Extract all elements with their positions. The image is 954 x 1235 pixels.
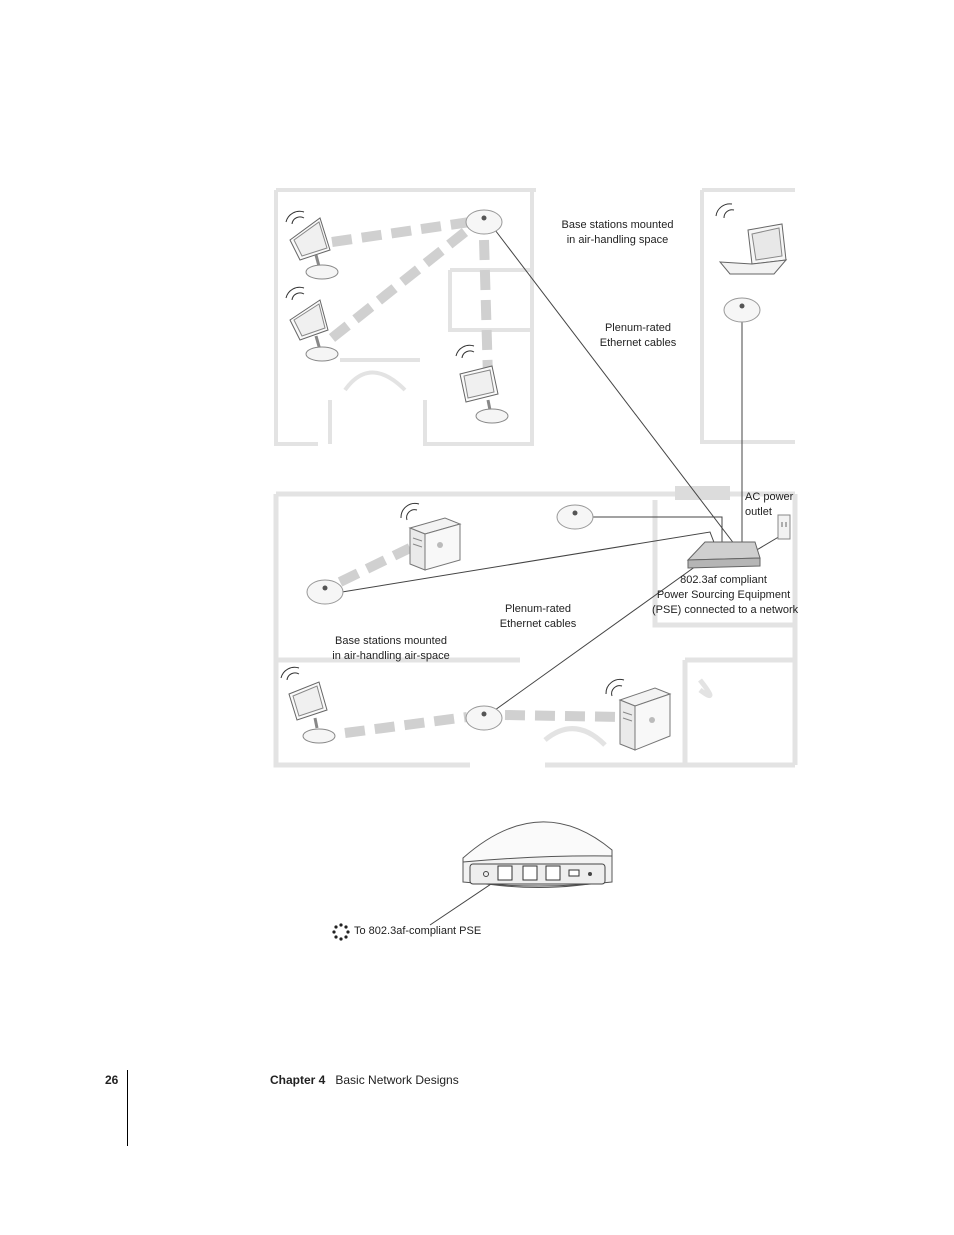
label-line: in air-handling air-space — [332, 650, 450, 662]
base-station — [465, 705, 503, 731]
base-station — [465, 209, 503, 235]
label-line: Plenum-rated — [604, 322, 672, 334]
label-line: in air-handling space — [566, 234, 669, 246]
floor-plan-top-left — [274, 188, 536, 446]
chapter-title: Basic Network Designs — [335, 1073, 459, 1087]
wireless-signals — [328, 217, 623, 738]
base-station — [723, 297, 761, 323]
page-number: 26 — [105, 1073, 119, 1087]
label-bottom-base-stations: Base stations mounted in air-handling ai… — [331, 634, 451, 664]
wall-ceiling-vent — [675, 486, 730, 500]
label-line: AC power — [745, 491, 794, 503]
ethernet-port-icon — [332, 923, 350, 941]
label-mid-cables: Plenum-rated Ethernet cables — [495, 602, 581, 632]
label-top-cables: Plenum-rated Ethernet cables — [595, 321, 681, 351]
imac-computer — [455, 344, 509, 424]
label-ac-outlet: AC power outlet — [745, 490, 795, 520]
chapter-label: Chapter 4 — [270, 1073, 326, 1087]
label-line: Ethernet cables — [599, 337, 677, 349]
power-mac-tower — [400, 502, 462, 571]
base-station-detail — [462, 821, 613, 888]
pse-switch — [686, 541, 761, 569]
label-line: Base stations mounted — [561, 219, 674, 231]
label-line: 802.3af compliant — [680, 574, 767, 586]
label-top-base-stations: Base stations mounted in air-handling sp… — [560, 218, 675, 248]
base-station — [556, 504, 594, 530]
label-line: Power Sourcing Equipment — [656, 589, 791, 601]
floor-plan-top-right — [700, 188, 795, 444]
label-line: Base stations mounted — [335, 635, 447, 647]
base-station — [306, 579, 344, 605]
imac-computer — [280, 666, 336, 744]
label-pse-port: To 802.3af-compliant PSE — [354, 925, 482, 937]
label-line: (PSE) connected to a network — [652, 604, 799, 616]
laptop-computer — [715, 203, 788, 275]
imac-computer — [285, 210, 339, 280]
label-line: outlet — [745, 506, 772, 518]
footer-divider — [127, 1070, 128, 1146]
imac-computer — [285, 286, 339, 362]
label-pse: 802.3af compliant Power Sourcing Equipme… — [652, 573, 799, 618]
ac-outlet — [777, 514, 791, 540]
ethernet-cables — [341, 225, 788, 926]
chapter-heading: Chapter 4 Basic Network Designs — [270, 1073, 459, 1087]
label-line: Plenum-rated — [504, 603, 572, 615]
power-mac-tower — [605, 678, 672, 751]
label-line: Ethernet cables — [499, 618, 577, 630]
floor-plan-bottom — [273, 491, 798, 768]
